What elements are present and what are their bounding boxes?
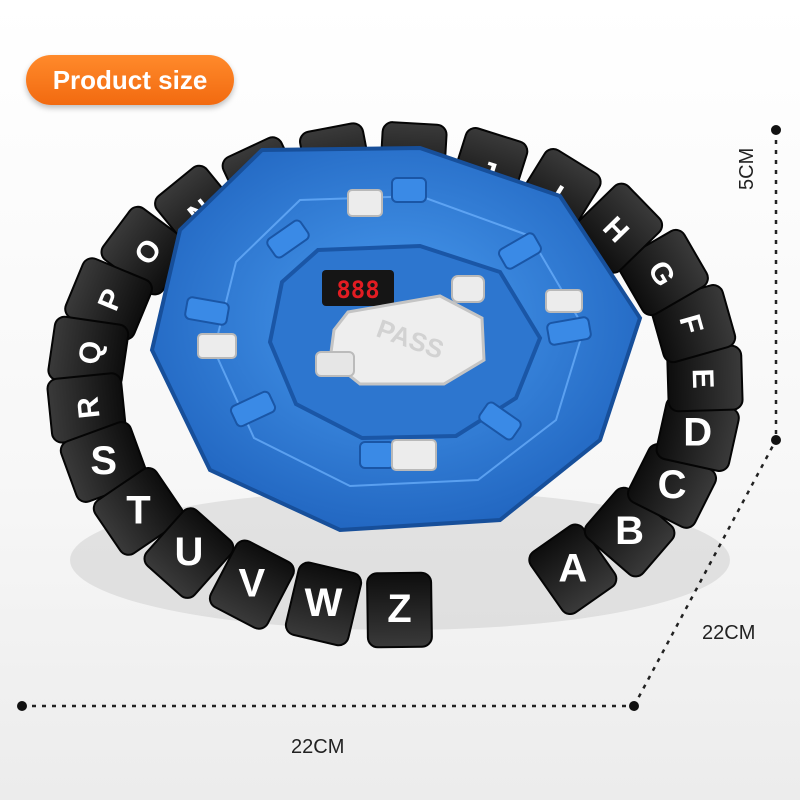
- display-readout: 888: [336, 276, 379, 304]
- letter-key-label: R: [72, 395, 107, 420]
- letter-key-z: Z: [366, 571, 433, 649]
- letter-key-r: R: [46, 372, 127, 444]
- dimension-lines: [22, 130, 778, 708]
- letter-key-d: D: [655, 395, 740, 473]
- letter-key-label: Z: [387, 587, 411, 631]
- letter-key-v: V: [208, 539, 295, 630]
- letter-key-label: W: [305, 581, 343, 625]
- letter-key-u: U: [143, 507, 235, 599]
- width-label: 22CM: [291, 736, 345, 758]
- letter-key-label: B: [615, 509, 644, 553]
- letter-key-label: V: [239, 562, 266, 606]
- depth-label: 22CM: [702, 622, 756, 644]
- letter-key-q: Q: [47, 315, 130, 390]
- letter-key-label: U: [174, 530, 203, 574]
- letter-key-label: C: [658, 463, 687, 507]
- letter-key-label: S: [90, 439, 117, 483]
- dimension-endpoints: [17, 125, 781, 711]
- letter-key-t: T: [92, 467, 185, 556]
- letter-key-label: E: [686, 368, 720, 389]
- letter-key-label: T: [126, 488, 150, 532]
- letter-key-w: W: [284, 561, 363, 647]
- height-label: 5CM: [736, 147, 758, 190]
- product-size-badge: Product size: [26, 55, 234, 105]
- letter-key-label: Q: [73, 339, 109, 367]
- letter-key-label: A: [558, 546, 587, 590]
- led-display: 888: [322, 270, 394, 306]
- pass-button: PASS: [315, 294, 486, 386]
- letter-key-label: D: [683, 411, 712, 455]
- letter-key-e: E: [666, 344, 744, 413]
- letter-key-g: G: [618, 228, 709, 317]
- letter-key-a: A: [528, 523, 618, 616]
